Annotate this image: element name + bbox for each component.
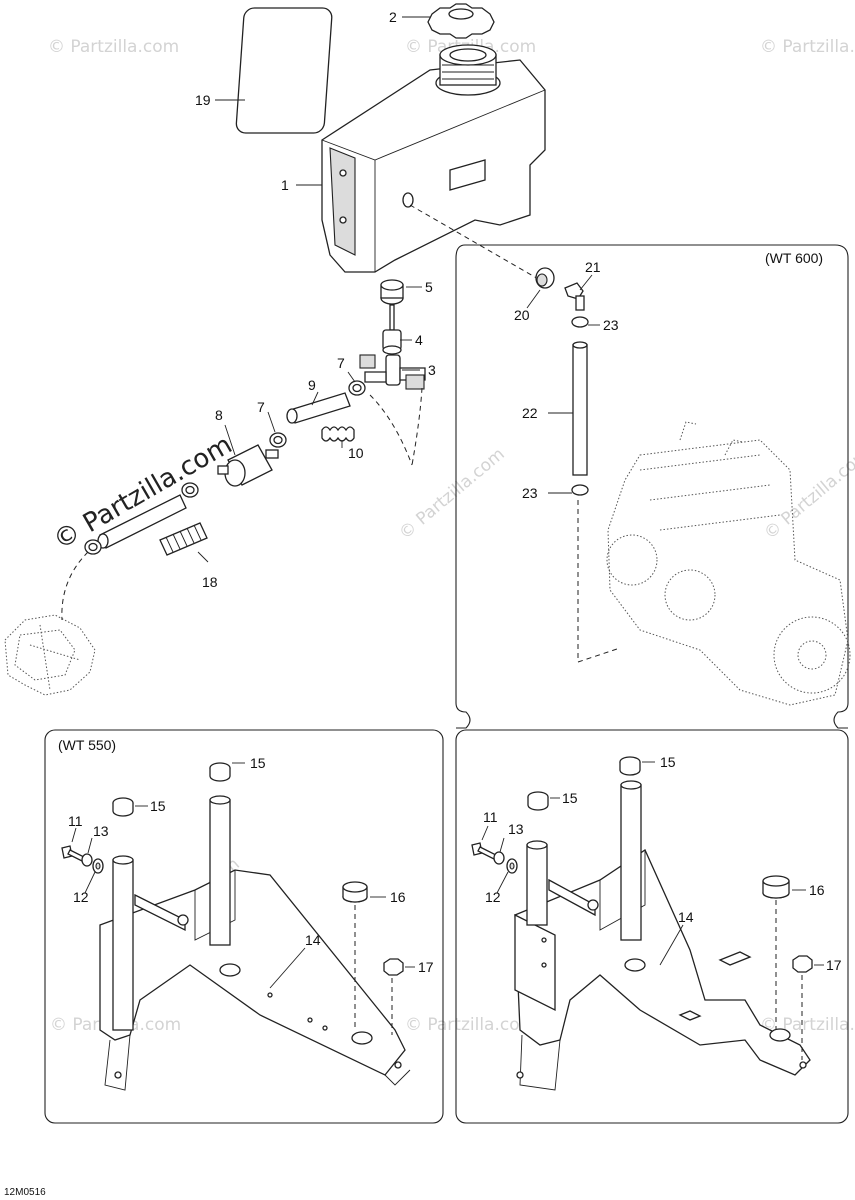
callout-23-upper: 23 xyxy=(603,317,619,333)
callout-1: 1 xyxy=(281,177,289,193)
watermark-text: © Partzilla.com xyxy=(48,37,179,57)
callout-15-right-lower: 15 xyxy=(562,790,578,806)
figure-code: 12M0516 xyxy=(4,1187,46,1198)
clamp-23-upper xyxy=(571,316,589,328)
callout-16-right: 16 xyxy=(809,882,825,898)
callout-18: 18 xyxy=(202,574,218,590)
cap-15-left-lower xyxy=(112,797,134,817)
callout-2: 2 xyxy=(389,9,397,25)
callout-9: 9 xyxy=(308,377,316,393)
clamp-7-upper xyxy=(348,380,366,396)
callout-15-left-lower: 15 xyxy=(150,798,166,814)
clamp-7-lower xyxy=(269,432,287,448)
callout-labels: 2 19 1 5 4 3 7 9 7 8 10 18 20 21 23 22 2… xyxy=(68,9,842,975)
dashed-line xyxy=(369,394,413,466)
grommet-16-right xyxy=(762,875,790,899)
tank-cap-2 xyxy=(427,3,495,39)
dashed-line xyxy=(61,551,89,621)
clamp-left-lower xyxy=(84,539,102,555)
dashed-line xyxy=(409,204,541,281)
callout-22: 22 xyxy=(522,405,538,421)
callout-11-left: 11 xyxy=(68,813,83,829)
grommet-5 xyxy=(380,279,404,305)
frame-14-left xyxy=(99,795,411,1091)
callout-15-left-upper: 15 xyxy=(250,755,266,771)
washer-13-left xyxy=(81,853,93,867)
callout-12-right: 12 xyxy=(485,889,501,905)
cap-15-right-lower xyxy=(527,791,549,811)
fuel-filter-8 xyxy=(217,444,279,487)
callout-23-lower: 23 xyxy=(522,485,538,501)
callout-7-lower: 7 xyxy=(257,399,265,415)
grommet-20 xyxy=(535,267,555,289)
fitting-4 xyxy=(382,304,402,355)
bolt-11-right xyxy=(471,842,497,860)
callout-11-right: 11 xyxy=(483,809,498,825)
leader-lines xyxy=(71,16,824,989)
panel-label-wt600: (WT 600) xyxy=(765,250,823,266)
callout-10: 10 xyxy=(348,445,364,461)
nut-12-left xyxy=(92,858,104,874)
spring-18 xyxy=(159,522,208,556)
watermark-text: © Partzilla.com xyxy=(395,444,508,544)
callout-20: 20 xyxy=(514,307,530,323)
dashed-line xyxy=(411,387,423,466)
watermark-main: © Partzilla.com xyxy=(49,430,238,556)
callout-13-left: 13 xyxy=(93,823,109,839)
clamp-left-upper xyxy=(181,482,199,498)
hose-22 xyxy=(572,341,588,476)
watermark-text: © Partzilla.com xyxy=(760,444,855,544)
elbow-21 xyxy=(564,282,585,311)
spring-10 xyxy=(321,426,355,442)
washer-13-right xyxy=(493,851,505,865)
callout-21: 21 xyxy=(585,259,601,275)
nut-17-left xyxy=(383,958,404,976)
oil-tank-1 xyxy=(321,44,546,273)
hose-9 xyxy=(286,392,351,424)
frame-14-right xyxy=(514,780,811,1091)
panel-label-wt550: (WT 550) xyxy=(58,737,116,753)
callout-7-upper: 7 xyxy=(337,355,345,371)
nut-12-right xyxy=(506,858,518,874)
cap-15-right-upper xyxy=(619,756,641,776)
panel-right-bottom xyxy=(455,729,849,1124)
callout-14-left: 14 xyxy=(305,932,321,948)
callout-8: 8 xyxy=(215,407,223,423)
callout-5: 5 xyxy=(425,279,433,295)
callout-17-left: 17 xyxy=(418,959,434,975)
callout-4: 4 xyxy=(415,332,423,348)
cap-15-left-upper xyxy=(209,762,231,782)
clamp-23-lower xyxy=(571,484,589,496)
dashed-line xyxy=(577,500,621,663)
callout-13-right: 13 xyxy=(508,821,524,837)
panel-wt550 xyxy=(44,729,444,1124)
callout-12-left: 12 xyxy=(73,889,89,905)
callout-19: 19 xyxy=(195,92,211,108)
watermark-text: © Partzilla.com xyxy=(405,1015,536,1035)
callout-17-right: 17 xyxy=(826,957,842,973)
callout-14-right: 14 xyxy=(678,909,694,925)
callout-16-left: 16 xyxy=(390,889,406,905)
callout-3: 3 xyxy=(428,362,436,378)
grommet-16-left xyxy=(342,881,368,903)
callout-15-right-upper: 15 xyxy=(660,754,676,770)
watermark-text: © Partzilla.com xyxy=(760,37,855,57)
nut-17-right xyxy=(792,955,813,973)
decal-19 xyxy=(235,7,333,134)
panel-wt600 xyxy=(455,244,849,729)
fuel-pump-outline xyxy=(4,614,96,696)
tee-valve-3 xyxy=(359,354,426,390)
engine-outline xyxy=(606,421,851,706)
